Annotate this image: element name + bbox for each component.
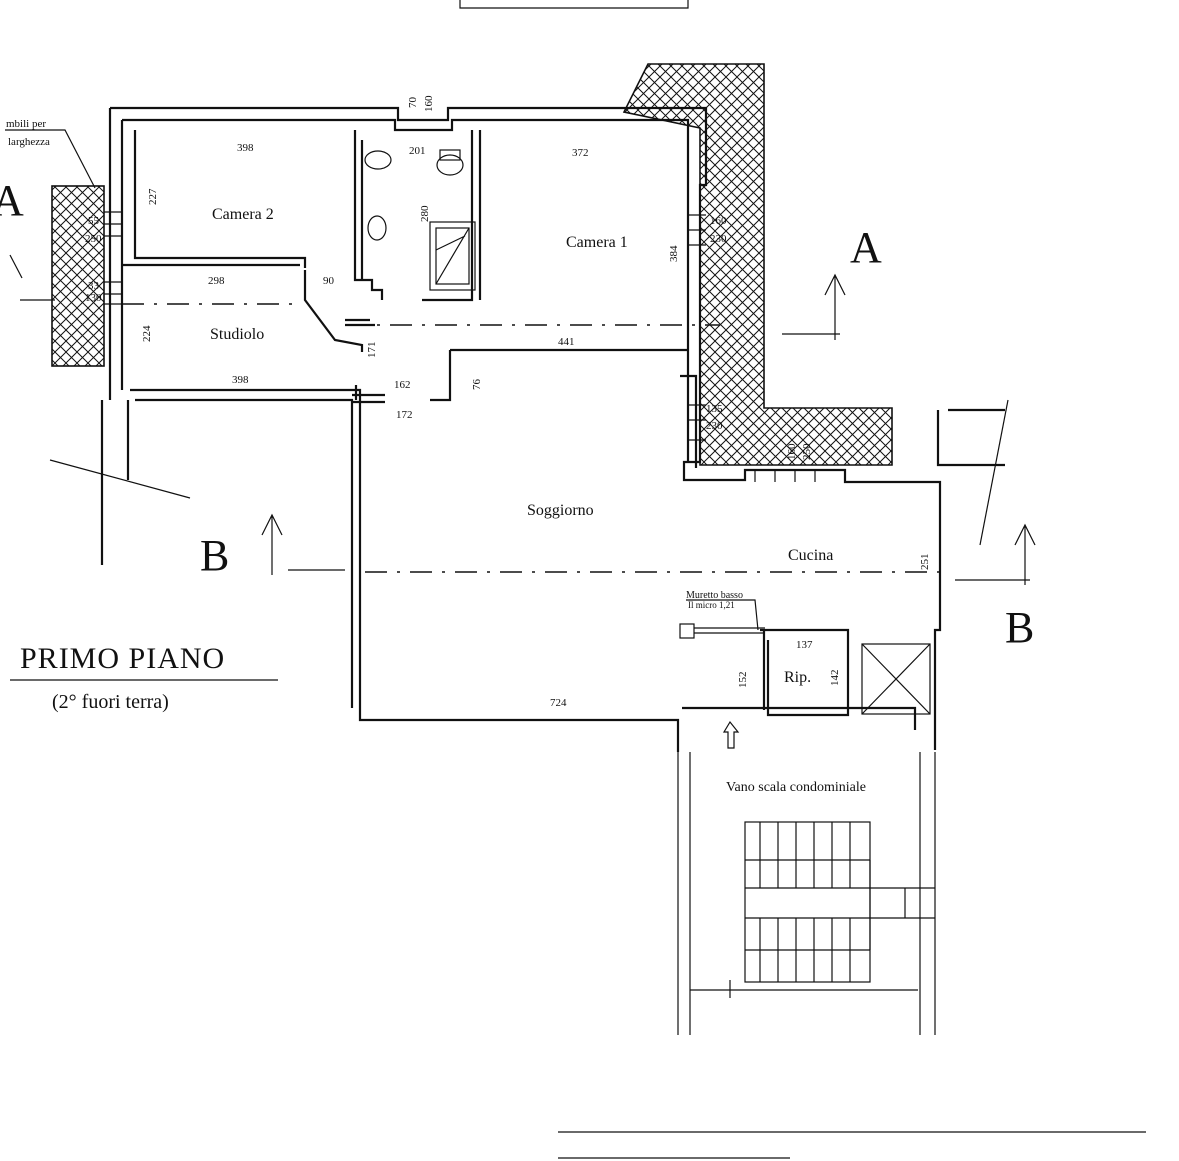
room-cucina: Cucina [788, 547, 833, 564]
room-ripostiglio: Rip. [784, 669, 811, 686]
muretto-leader [686, 599, 759, 631]
dim-rip-142: 142 [829, 670, 841, 687]
dim-studiolo-side: 224 [141, 325, 153, 342]
dim-camera1-win2: 230 [710, 233, 727, 245]
dim-sogg-724: 724 [550, 697, 567, 709]
dim-studiolo-top: 298 [208, 275, 225, 287]
room-studiolo: Studiolo [210, 326, 264, 343]
room-soggiorno: Soggiorno [527, 502, 594, 519]
room-camera-2: Camera 2 [212, 206, 274, 223]
section-b-left: B [200, 531, 229, 580]
muretto-note-2: Il micro 1,21 [688, 600, 735, 610]
dim-rip-137: 137 [796, 639, 813, 651]
muretto-note-1: Muretto basso [686, 590, 743, 601]
interior-walls [122, 130, 850, 717]
top-frame-fragment [459, 0, 689, 9]
dim-camera2-win2: 250 [85, 233, 102, 245]
dim-balc-160: 160 [786, 443, 798, 460]
muretto-wall [694, 627, 765, 634]
dim-camera2-top: 398 [237, 142, 254, 154]
room-camera-1: Camera 1 [566, 234, 628, 251]
dim-hall-171: 171 [366, 342, 378, 359]
dim-cucina-251: 251 [919, 554, 931, 571]
bathroom-fixtures [364, 149, 476, 291]
note-line-2: larghezza [8, 136, 50, 148]
dim-balc-250: 250 [801, 443, 813, 460]
dim-sogg-win2: 230 [706, 420, 723, 432]
windows [104, 211, 816, 482]
note-line-1: mbili per [6, 118, 46, 130]
section-b-right: B [1005, 603, 1034, 652]
dim-rip-152: 152 [737, 672, 749, 689]
plan-title: PRIMO PIANO [20, 642, 225, 675]
dim-hall-76: 76 [471, 379, 483, 391]
dim-camera1-top: 372 [572, 147, 589, 159]
dim-bath-w160: 160 [423, 95, 435, 112]
outer-walls [100, 106, 1005, 752]
dim-camera1-win1: 160 [710, 215, 727, 227]
section-a-left: A [0, 176, 24, 225]
note-leader [5, 129, 96, 189]
dim-sogg-win1: 135 [706, 403, 723, 415]
dim-bath-top: 201 [409, 145, 426, 157]
dim-door-90: 90 [323, 275, 335, 287]
dim-camera2-side: 227 [147, 188, 159, 205]
section-lines [9, 254, 1036, 585]
stair-fixtures [677, 643, 936, 1035]
muretto-post [679, 623, 695, 639]
plan-subtitle: (2° fuori terra) [52, 691, 169, 713]
dim-hall-172: 172 [396, 409, 413, 421]
dim-studiolo-win2: 130 [85, 292, 102, 304]
section-a-right: A [850, 223, 882, 272]
dim-camera2-win1: 55 [88, 215, 100, 227]
dim-studiolo-bottom: 398 [232, 374, 249, 386]
hatched-walls [51, 63, 893, 466]
dim-bath-w70: 70 [407, 97, 419, 109]
dim-camera1-side: 384 [668, 245, 680, 262]
dim-hall-162: 162 [394, 379, 411, 391]
dim-bath-height: 280 [419, 205, 431, 222]
dimension-labels: 398 227 55 250 298 224 33 130 398 90 201… [85, 95, 931, 709]
dim-studiolo-win1: 33 [88, 280, 100, 292]
dim-hall-441: 441 [558, 336, 575, 348]
room-vano-scala: Vano scala condominiale [726, 780, 866, 795]
